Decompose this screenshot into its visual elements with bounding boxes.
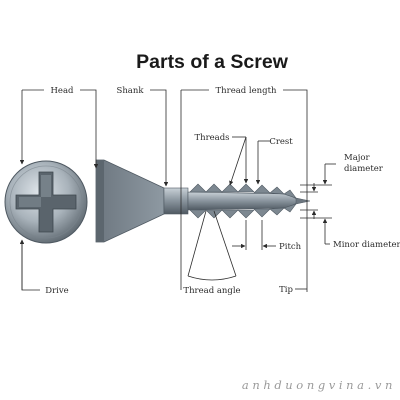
label-shank: Shank (117, 86, 145, 96)
part-labels: Head Shank Thread length Threads Crest M… (45, 86, 400, 296)
label-head: Head (51, 86, 75, 96)
label-pitch: Pitch (279, 242, 302, 252)
diagram-title: Parts of a Screw (136, 51, 289, 73)
label-major-diameter-line1: Major (344, 153, 371, 163)
label-thread-length: Thread length (215, 86, 277, 96)
label-crest: Crest (269, 137, 293, 147)
screw-side-view (95, 159, 311, 243)
label-minor-diameter: Minor diameter (333, 240, 400, 250)
label-major-diameter-line2: diameter (344, 164, 384, 174)
phillips-drive-recess (15, 171, 77, 233)
watermark-text: anhduongvina.vn (242, 378, 396, 392)
screw-head-end-view (4, 160, 88, 244)
callout-lines (19, 89, 336, 292)
label-threads: Threads (194, 133, 229, 143)
label-tip: Tip (279, 285, 293, 295)
label-drive: Drive (45, 286, 68, 296)
label-thread-angle: Thread angle (183, 286, 240, 296)
